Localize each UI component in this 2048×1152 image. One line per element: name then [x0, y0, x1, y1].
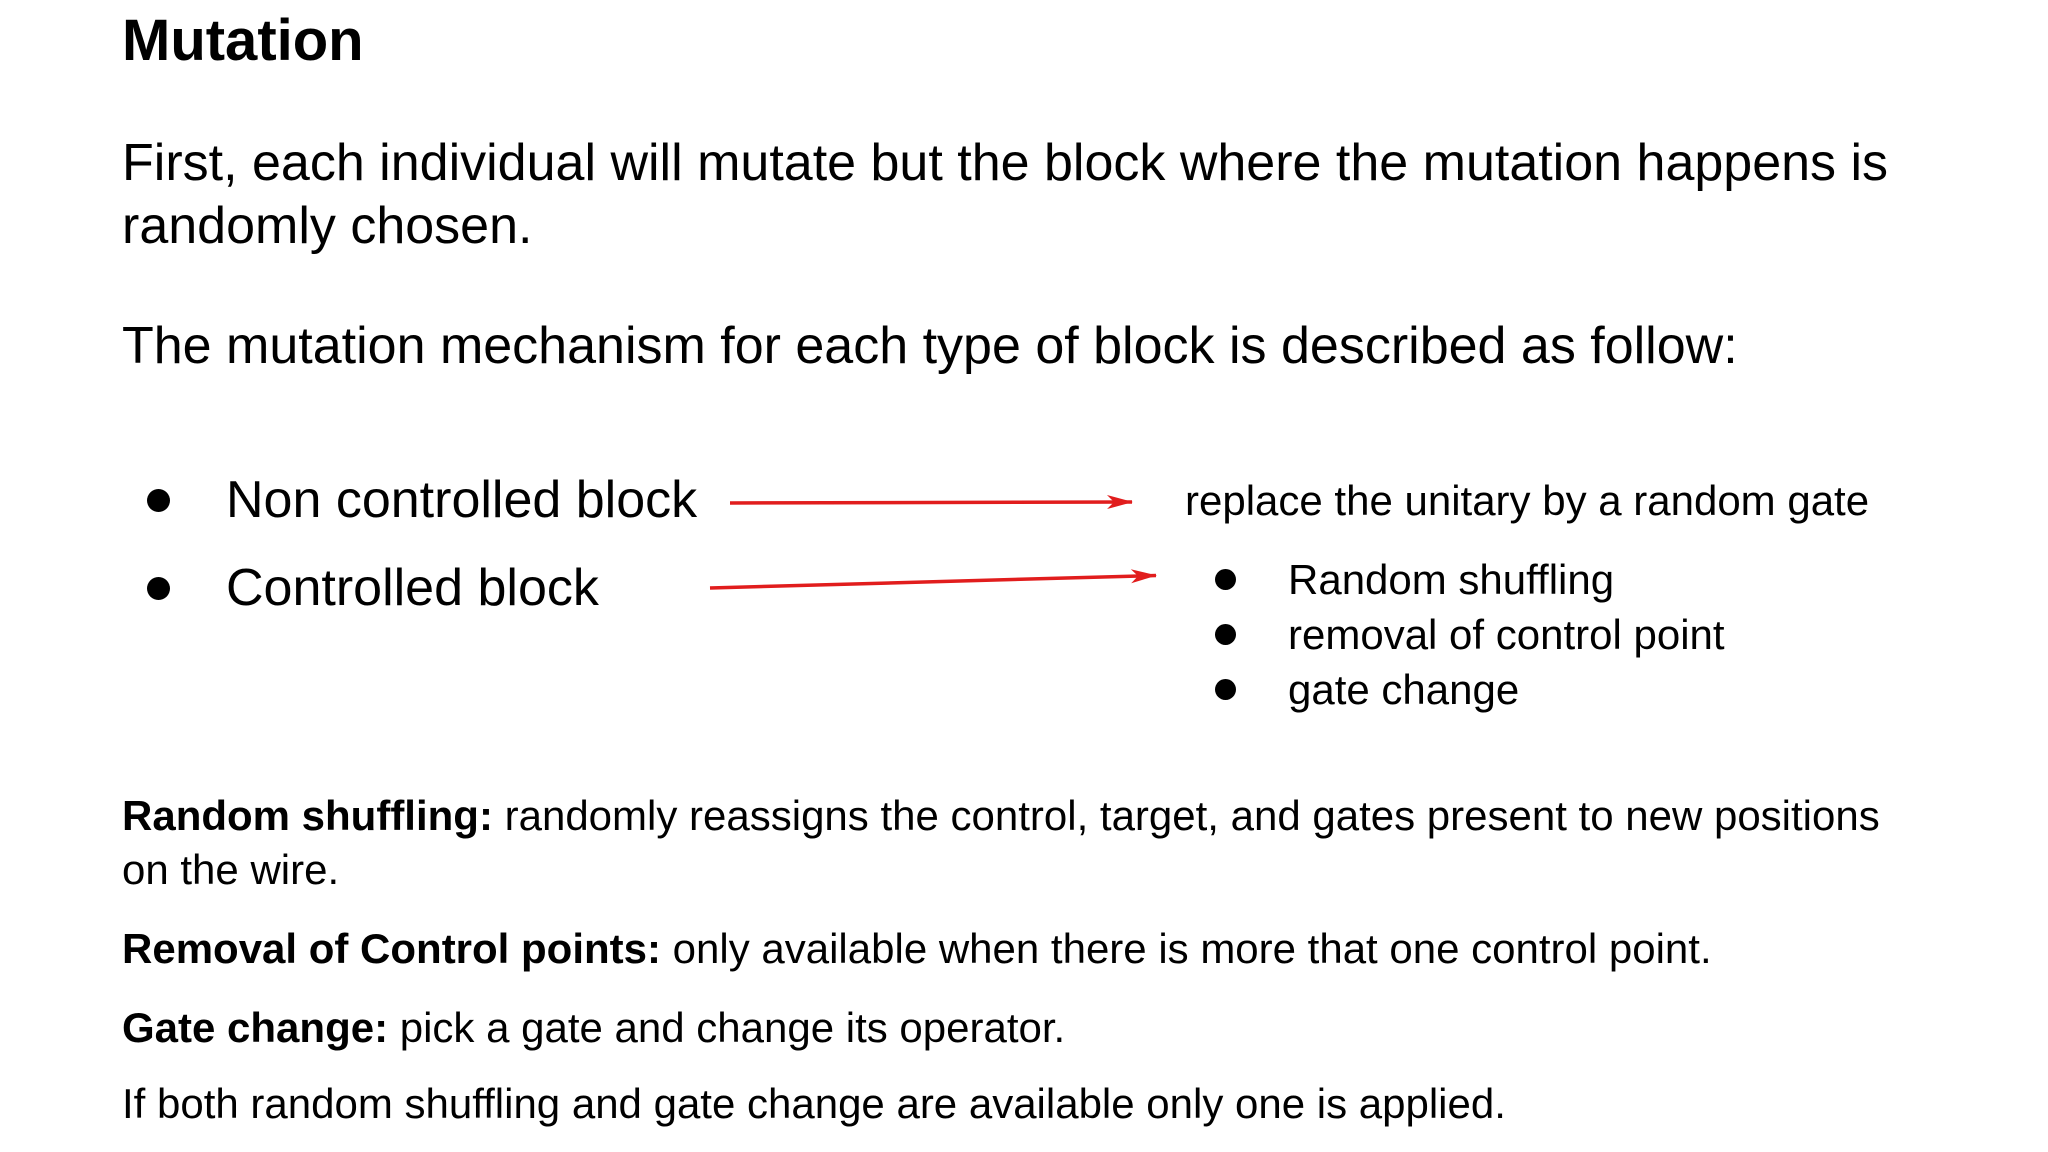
definition-removal-of-control-points: Removal of Control points: only availabl… [122, 922, 1712, 976]
sub-bullet-label-removal-of-control-point: removal of control point [1288, 610, 1725, 658]
definition-description: only available when there is more that o… [661, 925, 1712, 972]
definition-term: Gate change: [122, 1004, 389, 1051]
definition-term: Random shuffling: [122, 792, 493, 839]
arrow-controlled-to-mutations [709, 569, 1157, 590]
definition-description: randomly reassigns the control, target, … [122, 792, 1880, 893]
bullet-icon [147, 577, 170, 600]
bullet-icon [1215, 679, 1236, 700]
bullet-label-non-controlled-block: Non controlled block [226, 471, 698, 529]
definition-random-shuffling: Random shuffling: randomly reassigns the… [122, 789, 1880, 897]
mechanism-paragraph: The mutation mechanism for each type of … [122, 317, 1738, 375]
bullet-item-non-controlled-block: Non controlled block [147, 469, 697, 532]
list-item-gate-change: gate change [1215, 662, 1725, 717]
non-controlled-mutation-label: replace the unitary by a random gate [1185, 477, 1870, 524]
bullet-label-controlled-block: Controlled block [226, 559, 599, 617]
bullet-item-controlled-block: Controlled block [147, 557, 599, 620]
sub-bullet-label-random-shuffling: Random shuffling [1288, 555, 1615, 603]
definition-gate-change: Gate change: pick a gate and change its … [122, 1001, 1065, 1055]
arrow-non-controlled-to-replace [729, 495, 1133, 510]
intro-paragraph: First, each individual will mutate but t… [122, 134, 1889, 255]
controlled-mutations-list: Random shuffling removal of control poin… [1215, 552, 1725, 717]
bullet-icon [1215, 624, 1236, 645]
bullet-icon [147, 489, 170, 512]
definition-term: Removal of Control points: [122, 925, 661, 972]
definition-description: pick a gate and change its operator. [388, 1004, 1066, 1051]
list-item-random-shuffling: Random shuffling [1215, 552, 1725, 607]
list-item-removal-of-control-point: removal of control point [1215, 607, 1725, 662]
note-paragraph: If both random shuffling and gate change… [122, 1080, 1506, 1127]
page-title: Mutation [122, 8, 364, 73]
sub-bullet-label-gate-change: gate change [1288, 665, 1520, 713]
bullet-icon [1215, 569, 1236, 590]
